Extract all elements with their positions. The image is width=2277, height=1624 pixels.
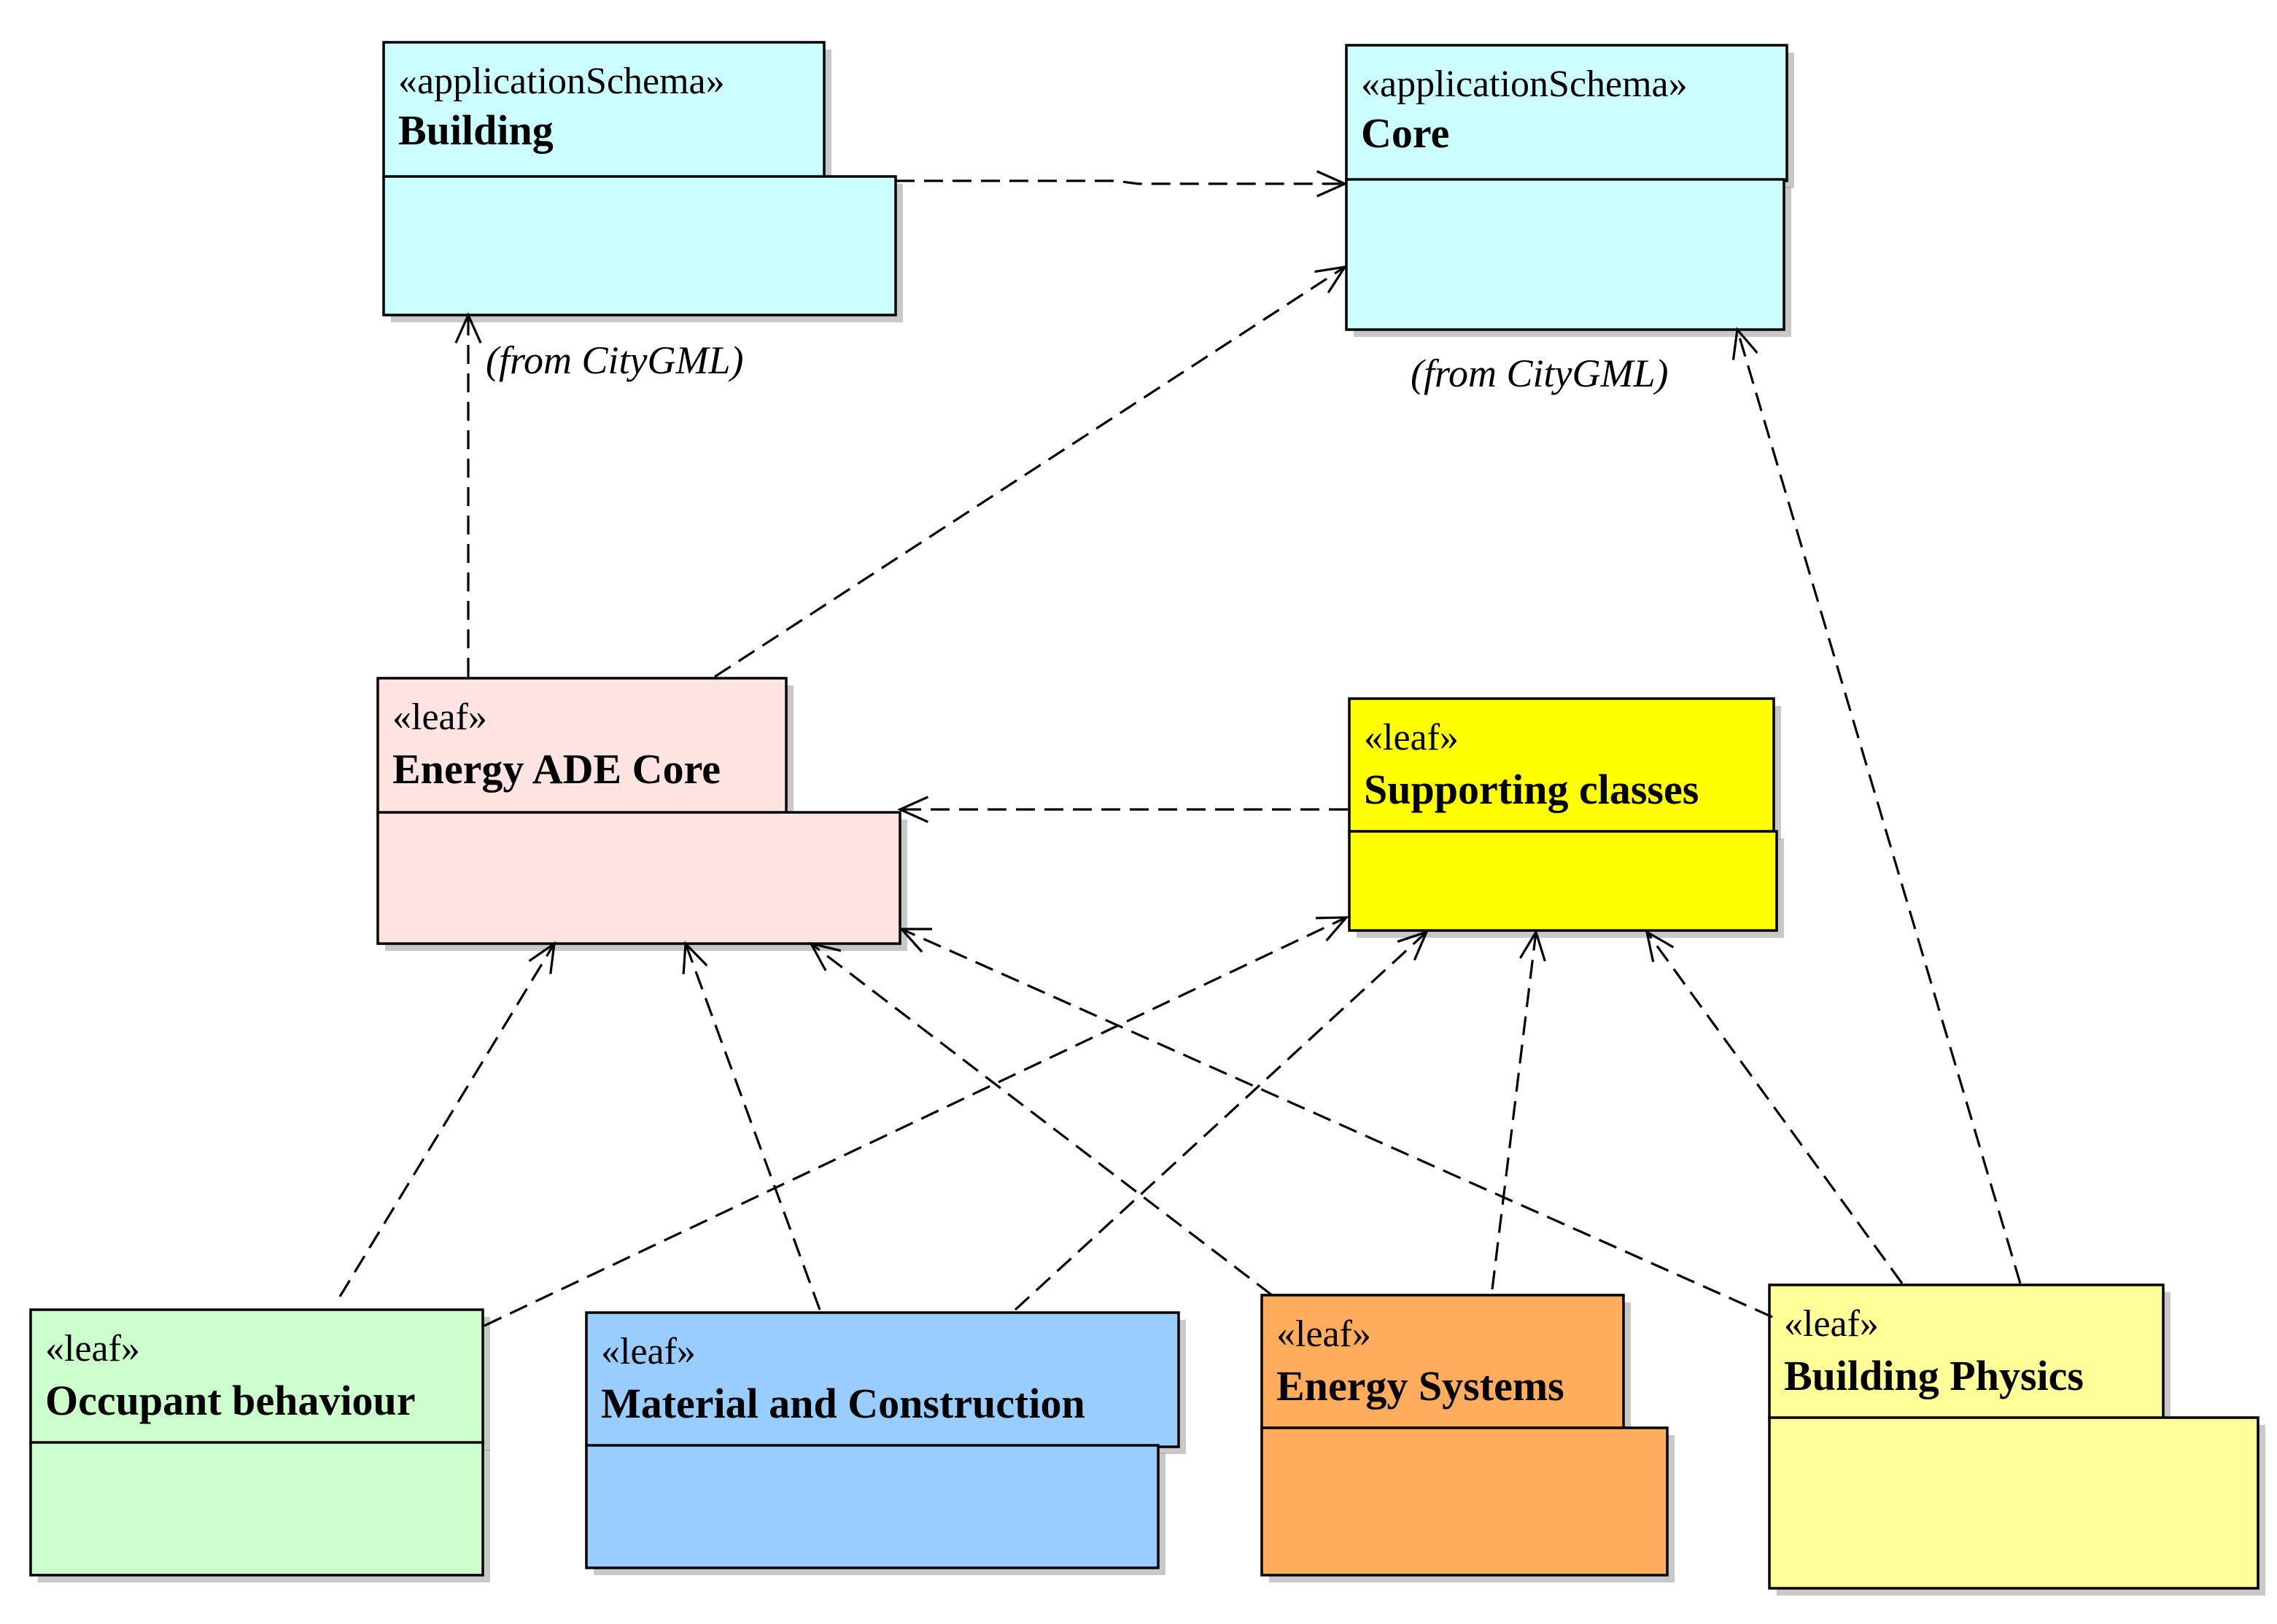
dependency-arrow	[682, 941, 821, 1310]
dependency-arrow	[1645, 929, 1904, 1284]
package-tab	[1345, 44, 1788, 182]
arrowhead	[682, 941, 708, 975]
package-name: Material and Construction	[601, 1380, 1085, 1427]
arrowhead	[1316, 170, 1348, 198]
package-name: Building	[398, 106, 554, 154]
package-body	[382, 175, 897, 316]
arrowhead	[1731, 327, 1758, 360]
dependency-arrow	[1731, 327, 2022, 1284]
package-body	[1345, 178, 1785, 331]
dependency-line	[684, 943, 821, 1310]
package-tab	[376, 677, 788, 815]
dependency-line	[1014, 931, 1428, 1311]
arrowhead	[1397, 930, 1429, 961]
package-tab	[1768, 1283, 2165, 1421]
package-name: Occupant behaviour	[45, 1377, 416, 1424]
package-core[interactable]: «applicationSchema» Core (from CityGML)	[1345, 44, 1794, 395]
dependency-arrow	[897, 796, 1348, 823]
package-supporting-classes[interactable]: «leaf» Supporting classes	[1348, 697, 1784, 938]
package-tab	[1260, 1294, 1625, 1431]
dependency-line	[901, 928, 1773, 1318]
arrowhead	[454, 312, 482, 344]
dependency-arrow	[1491, 929, 1546, 1290]
package-name: Core	[1361, 109, 1449, 157]
package-tab	[585, 1311, 1180, 1448]
dependency-arrow	[714, 265, 1348, 678]
package-material-construction[interactable]: «leaf» Material and Construction	[585, 1311, 1186, 1575]
package-name: Energy ADE Core	[392, 745, 721, 793]
arrowhead	[1315, 916, 1349, 941]
package-tab	[29, 1308, 484, 1445]
package-building-physics[interactable]: «leaf» Building Physics	[1768, 1283, 2265, 1596]
dependency-line	[1491, 931, 1537, 1290]
package-origin: (from CityGML)	[1411, 351, 1668, 395]
dependency-line	[338, 943, 556, 1297]
package-stereotype: «leaf»	[601, 1331, 696, 1372]
arrowhead	[808, 941, 842, 971]
package-body	[1260, 1426, 1669, 1577]
package-name: Building Physics	[1784, 1352, 2084, 1399]
package-origin: (from CityGML)	[486, 338, 743, 382]
arrowhead	[1518, 929, 1546, 962]
dependency-arrow	[484, 916, 1349, 1327]
package-body	[1768, 1416, 2259, 1590]
package-stereotype: «leaf»	[1276, 1313, 1371, 1355]
package-stereotype: «applicationSchema»	[1361, 63, 1688, 105]
dependency-line	[896, 179, 1345, 185]
package-tab	[1348, 697, 1775, 834]
dependency-line	[1645, 931, 1904, 1284]
package-name: Supporting classes	[1364, 766, 1699, 813]
package-stereotype: «leaf»	[1364, 717, 1459, 758]
dependency-arrow	[899, 928, 1773, 1318]
dependency-arrow	[1014, 930, 1429, 1311]
arrowhead	[528, 941, 556, 974]
package-name: Energy Systems	[1276, 1362, 1564, 1410]
package-building[interactable]: «applicationSchema» Building (from CityG…	[382, 41, 903, 382]
package-stereotype: «leaf»	[1784, 1303, 1879, 1345]
package-energy-systems[interactable]: «leaf» Energy Systems	[1260, 1294, 1675, 1582]
package-body	[585, 1444, 1160, 1569]
package-stereotype: «leaf»	[392, 696, 487, 738]
dependency-line	[810, 942, 1273, 1297]
package-occupant-behaviour[interactable]: «leaf» Occupant behaviour	[29, 1308, 490, 1582]
dependency-arrow	[454, 312, 482, 677]
dependency-arrows	[338, 170, 2022, 1327]
dependency-line	[1736, 329, 2022, 1284]
package-body	[29, 1441, 484, 1577]
arrowhead	[899, 928, 933, 953]
dependency-line	[714, 265, 1346, 678]
package-stereotype: «leaf»	[45, 1328, 140, 1369]
dependency-arrow	[338, 941, 556, 1297]
arrowhead	[1645, 929, 1675, 963]
dependency-arrow	[808, 941, 1273, 1297]
arrowhead	[897, 796, 929, 823]
arrowhead	[1314, 265, 1348, 294]
dependency-line	[484, 916, 1347, 1327]
dependency-arrow	[896, 170, 1348, 198]
package-body	[1348, 830, 1778, 932]
package-stereotype: «applicationSchema»	[398, 61, 725, 102]
package-energy-ade-core[interactable]: «leaf» Energy ADE Core	[376, 677, 907, 951]
package-body	[376, 811, 901, 945]
